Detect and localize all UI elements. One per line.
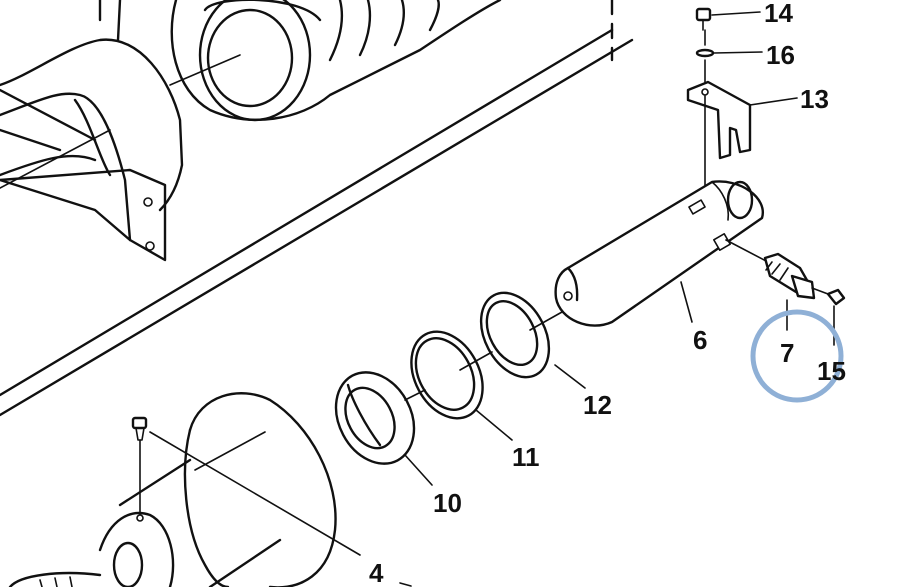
callout-4: 4 xyxy=(369,558,384,587)
callout-11: 11 xyxy=(512,442,540,472)
idler-roller-assembly xyxy=(0,0,634,417)
callout-6: 6 xyxy=(693,325,707,355)
grease-fitting-7-group xyxy=(725,239,816,331)
ring-11-group xyxy=(410,330,513,441)
seal-12-group xyxy=(479,291,586,389)
callout-15: 15 xyxy=(817,356,846,386)
assembly-axis xyxy=(194,431,266,471)
callout-12: 12 xyxy=(583,390,612,420)
highlight-circle xyxy=(750,309,844,403)
bracket-13-group xyxy=(686,29,798,196)
seal-10-group xyxy=(334,371,433,486)
washer-16-group xyxy=(695,48,763,58)
cap-15-group xyxy=(811,287,846,346)
callout-14: 14 xyxy=(764,0,793,28)
hub-4-group xyxy=(8,392,412,587)
callout-13: 13 xyxy=(800,84,829,114)
callout-7: 7 xyxy=(780,338,794,368)
callout-10: 10 xyxy=(433,488,462,518)
bolt-14-group xyxy=(695,7,761,31)
callout-16: 16 xyxy=(766,40,795,70)
pin-6-group xyxy=(554,180,765,327)
